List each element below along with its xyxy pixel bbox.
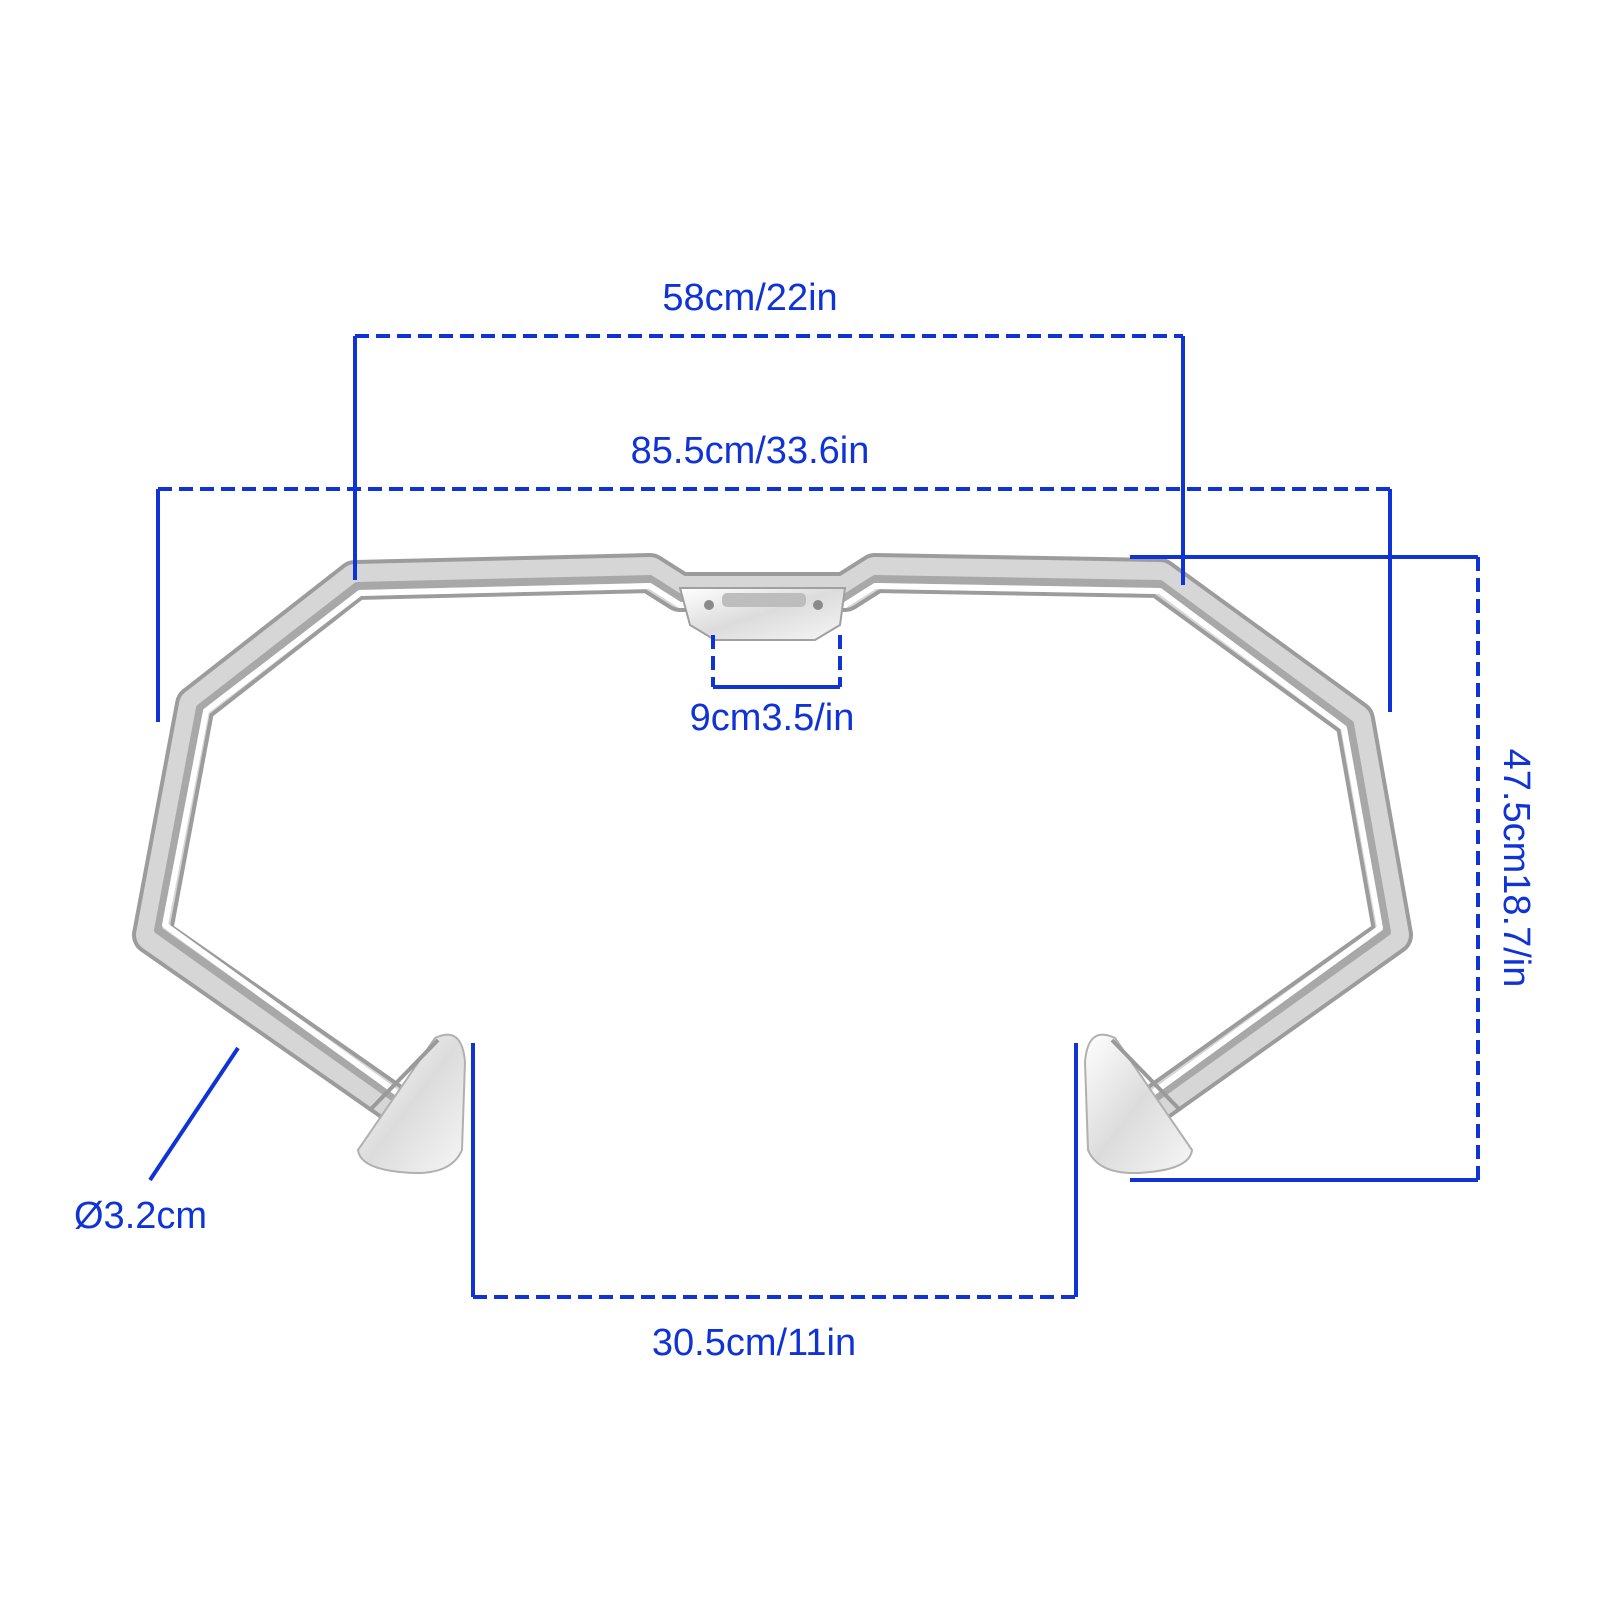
dimension-line-height <box>1130 555 1480 1182</box>
label-bottom-opening-width: 30.5cm/11in <box>652 1322 856 1364</box>
crash-bar-illustration <box>132 553 1413 1174</box>
diameter-leader-line <box>148 1046 240 1182</box>
crash-bar-tube-highlight <box>162 583 1383 1098</box>
dimension-line-inner-top-width <box>353 334 1185 585</box>
crash-bar-tube <box>136 557 1409 1124</box>
dimension-line-mount-plate <box>711 635 842 689</box>
crash-bar-tube-shadow <box>132 553 1413 1128</box>
center-mount-plate <box>678 587 847 641</box>
label-tube-diameter: Ø3.2cm <box>74 1195 207 1237</box>
label-inner-top-width: 58cm/22in <box>662 277 837 319</box>
dimension-line-outer-width <box>156 487 1392 722</box>
crash-bar-tube-midtone <box>154 575 1391 1106</box>
mount-hole-left <box>704 600 714 610</box>
left-end-cap <box>356 1033 467 1174</box>
mount-hole-right <box>813 600 823 610</box>
dimension-line-bottom-opening <box>471 1043 1078 1299</box>
right-end-cap <box>1083 1033 1194 1174</box>
label-outer-width: 85.5cm/33.6in <box>631 430 870 472</box>
label-height: 47.5cm18.7/in <box>1495 749 1537 988</box>
label-mount-plate-width: 9cm3.5/in <box>690 697 855 739</box>
